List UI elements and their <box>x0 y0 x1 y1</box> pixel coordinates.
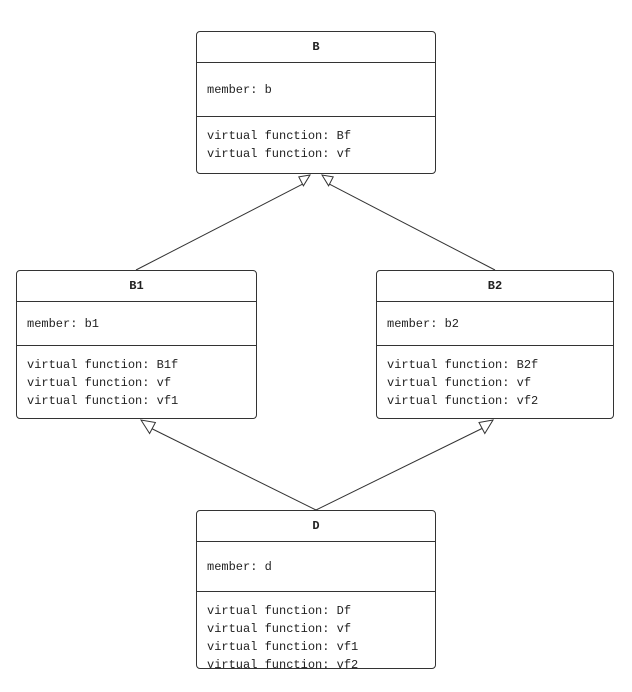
class-name: B <box>197 32 435 63</box>
function-item: virtual function: vf1 <box>207 640 359 654</box>
function-item: virtual function: vf <box>387 376 532 390</box>
class-name: B2 <box>377 271 613 302</box>
functions-section: virtual function: Bf virtual function: v… <box>197 117 435 163</box>
edge-d-to-b1 <box>149 427 317 511</box>
class-box-b1: B1 member: b1 virtual function: B1f virt… <box>16 270 257 419</box>
class-name: D <box>197 511 435 542</box>
functions-section: virtual function: Df virtual function: v… <box>197 592 435 674</box>
function-item: virtual function: vf <box>207 622 352 636</box>
inheritance-arrow-icon <box>478 419 495 435</box>
inheritance-arrow-icon <box>321 174 334 187</box>
member-item: member: b2 <box>387 316 460 331</box>
edge-b1-to-b <box>135 182 305 271</box>
functions-section: virtual function: B1f virtual function: … <box>17 346 256 410</box>
member-item: member: b <box>207 82 272 97</box>
function-item: virtual function: B1f <box>27 358 179 372</box>
function-item: virtual function: vf <box>207 147 352 161</box>
function-item: virtual function: Bf <box>207 129 352 143</box>
functions-section: virtual function: B2f virtual function: … <box>377 346 613 410</box>
class-box-b: B member: b virtual function: Bf virtual… <box>196 31 436 174</box>
class-box-b2: B2 member: b2 virtual function: B2f virt… <box>376 270 614 419</box>
edge-d-to-b2 <box>315 427 485 511</box>
member-item: member: d <box>207 559 272 574</box>
members-section: member: b1 <box>17 302 256 346</box>
function-item: virtual function: vf2 <box>207 658 359 672</box>
inheritance-arrow-icon <box>298 174 311 187</box>
edge-b2-to-b <box>327 182 496 271</box>
inheritance-arrow-icon <box>139 419 157 435</box>
members-section: member: d <box>197 542 435 592</box>
function-item: virtual function: vf2 <box>387 394 539 408</box>
function-item: virtual function: vf <box>27 376 172 390</box>
function-item: virtual function: Df <box>207 604 352 618</box>
class-box-d: D member: d virtual function: Df virtual… <box>196 510 436 672</box>
class-name: B1 <box>17 271 256 302</box>
members-section: member: b2 <box>377 302 613 346</box>
function-item: virtual function: B2f <box>387 358 539 372</box>
function-item: virtual function: vf1 <box>27 394 179 408</box>
member-item: member: b1 <box>27 316 100 331</box>
members-section: member: b <box>197 63 435 117</box>
